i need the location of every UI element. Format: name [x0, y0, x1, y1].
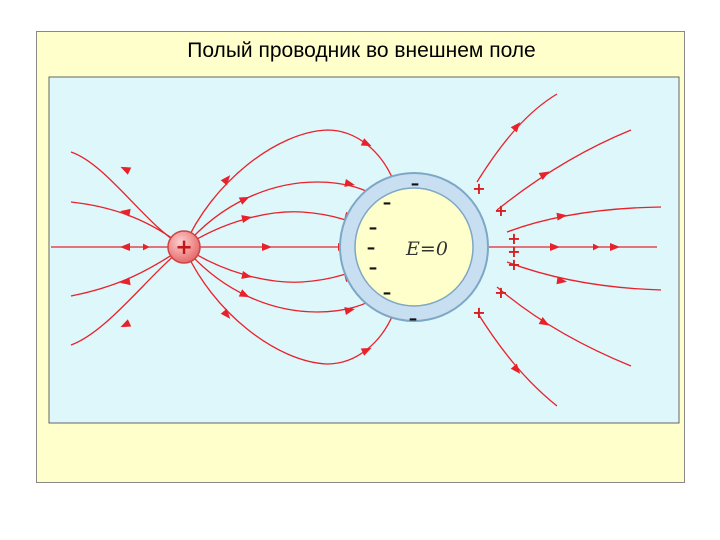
negative-charges: – – – – – – – [367, 174, 420, 329]
arrowhead [220, 308, 231, 319]
positive-sign: + [507, 229, 520, 248]
field-line-top-arc-1 [183, 129, 395, 248]
slide-title: Полый проводник во внешнем поле [187, 39, 536, 62]
positive-sign: + [472, 179, 485, 198]
negative-sign: – [411, 174, 420, 194]
arrowhead [120, 166, 132, 175]
arrowhead [238, 289, 250, 298]
arrowhead [120, 243, 130, 251]
arrowhead [220, 175, 231, 186]
arrowhead [120, 319, 132, 328]
point-charge [167, 230, 201, 264]
arrowhead [556, 212, 567, 221]
field-line-bottom-arc-2 [183, 246, 378, 313]
arrowhead [241, 271, 252, 279]
field-diagram: – – – – – – – + + + + + + + E=0 + [48, 76, 680, 424]
field-line-bottom-arc-1 [183, 246, 395, 365]
field-line-out-4 [506, 261, 662, 291]
arrowhead [360, 347, 372, 356]
conductor-cavity [354, 187, 474, 307]
cavity-field-label: E=0 [405, 238, 448, 260]
arrowhead [344, 307, 355, 315]
negative-sign: – [367, 238, 376, 258]
arrowhead [510, 363, 521, 374]
positive-sign: + [507, 255, 520, 274]
field-line-out-2 [496, 129, 632, 211]
field-line-out-6 [476, 311, 558, 407]
arrowhead [360, 138, 372, 147]
positive-sign: + [472, 303, 485, 322]
field-line-out-5 [496, 286, 632, 367]
arrowhead [510, 122, 521, 133]
arrowhead [610, 243, 620, 251]
positive-sign: + [494, 283, 507, 302]
arrowhead [241, 215, 252, 223]
field-line-out-3 [506, 206, 662, 233]
arrowhead [120, 208, 131, 217]
point-charge-sign: + [175, 235, 193, 259]
slide-frame: Полый проводник во внешнем поле [36, 31, 685, 483]
field-arrowheads [120, 122, 620, 374]
positive-charges: + + + + + + + [472, 179, 520, 322]
negative-sign: – [383, 283, 392, 303]
positive-sign: + [507, 242, 520, 261]
negative-sign: – [369, 258, 378, 278]
arrowhead [262, 243, 272, 251]
negative-sign: – [383, 193, 392, 213]
positive-sign: + [494, 201, 507, 220]
field-line-top-arc-2 [183, 181, 378, 248]
arrowhead [120, 277, 131, 286]
negative-sign: – [369, 218, 378, 238]
arrowhead [538, 171, 550, 180]
arrowhead [556, 276, 567, 285]
arrowhead [344, 179, 355, 187]
negative-sign: – [409, 309, 418, 329]
field-line-left-4 [70, 246, 185, 346]
arrowhead [550, 243, 560, 251]
arrowhead [538, 317, 550, 326]
arrowhead [238, 196, 250, 205]
